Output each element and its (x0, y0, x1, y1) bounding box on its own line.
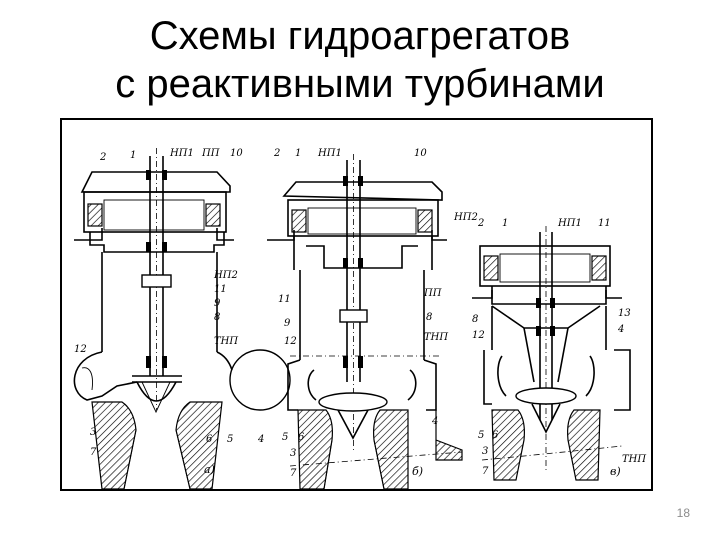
scheme-c-label-n8: 8 (472, 314, 478, 325)
scheme-a-label-n10: 10 (230, 148, 243, 159)
scheme-b-label-n7: 7 (290, 468, 297, 479)
scheme-c-caption: в) (610, 465, 621, 478)
scheme-a-label-n6: 6 (206, 434, 213, 445)
scheme-a-label-n11: 11 (214, 284, 227, 295)
scheme-b-label-n4: 4 (431, 416, 438, 427)
scheme-c-label-n3: 3 (482, 446, 488, 457)
schemes-drawing: 2 1 НП1 ПП 10 НП2 11 9 8 ТНП 12 3 7 6 5 … (73, 148, 646, 489)
scheme-b-label-n11: 11 (278, 294, 291, 305)
scheme-a-label-n3: 3 (90, 427, 96, 438)
scheme-b-label-np2: НП2 (453, 212, 478, 223)
scheme-b-label-n5: 5 (282, 432, 288, 443)
scheme-b-label-n8: 8 (426, 312, 432, 323)
scheme-c-label-n13: 13 (618, 308, 631, 319)
scheme-c-label-n12: 12 (472, 330, 485, 341)
scheme-b-label-pp: ПП (423, 288, 442, 299)
scheme-b-label-tnp: ТНП (424, 332, 448, 343)
scheme-a-label-n4: 4 (257, 434, 264, 445)
title-line-1: Схемы гидроагрегатов (149, 14, 571, 58)
scheme-c-label-n5: 5 (478, 430, 484, 441)
scheme-c: 2 1 НП1 11 8 13 12 4 5 6 3 7 ТНП в) (472, 218, 646, 481)
scheme-a-label-n12: 12 (74, 344, 87, 355)
scheme-b-label-n9: 9 (284, 318, 291, 329)
scheme-c-label-np1: НП1 (557, 218, 582, 229)
scheme-a: 2 1 НП1 ПП 10 НП2 11 9 8 ТНП 12 3 7 6 5 … (73, 148, 291, 489)
scheme-b-label-n1: 1 (295, 148, 301, 159)
scheme-b: 2 1 НП1 10 НП2 11 ПП 9 8 ТНП 12 5 6 3 7 … (267, 148, 478, 489)
scheme-c-label-n4: 4 (617, 324, 624, 335)
scheme-b-caption: б) (412, 465, 423, 478)
scheme-c-label-n11: 11 (598, 218, 611, 229)
scheme-c-label-n1: 1 (502, 218, 508, 229)
scheme-a-label-tnp: ТНП (214, 336, 238, 347)
turbine-schemes-figure: 2 1 НП1 ПП 10 НП2 11 9 8 ТНП 12 3 7 6 5 … (60, 118, 653, 491)
scheme-b-label-n10: 10 (414, 148, 427, 159)
scheme-c-label-tnp: ТНП (622, 454, 646, 465)
title-line-2: с реактивными турбинами (115, 62, 605, 106)
slide-number: 18 (676, 506, 690, 520)
scheme-a-label-n1: 1 (130, 150, 136, 161)
scheme-a-caption: а) (204, 463, 215, 476)
scheme-c-label-n7: 7 (482, 466, 489, 477)
scheme-a-label-n8: 8 (214, 312, 220, 323)
scheme-a-label-n9: 9 (214, 298, 221, 309)
scheme-a-label-n2: 2 (99, 152, 106, 163)
scheme-b-label-n12: 12 (284, 336, 297, 347)
slide-title: Схемы гидроагрегатов с реактивными турби… (0, 12, 720, 108)
scheme-c-label-n2: 2 (477, 218, 484, 229)
scheme-b-label-np1: НП1 (317, 148, 342, 159)
scheme-a-label-np2: НП2 (213, 270, 238, 281)
scheme-a-label-n5: 5 (227, 434, 233, 445)
scheme-b-label-n3: 3 (290, 448, 296, 459)
scheme-a-label-pp: ПП (201, 148, 220, 159)
scheme-a-label-np1: НП1 (169, 148, 194, 159)
scheme-b-label-n6: 6 (298, 432, 305, 443)
scheme-c-label-n6: 6 (492, 430, 499, 441)
scheme-a-label-n7: 7 (90, 447, 97, 458)
scheme-b-label-n2: 2 (273, 148, 280, 159)
